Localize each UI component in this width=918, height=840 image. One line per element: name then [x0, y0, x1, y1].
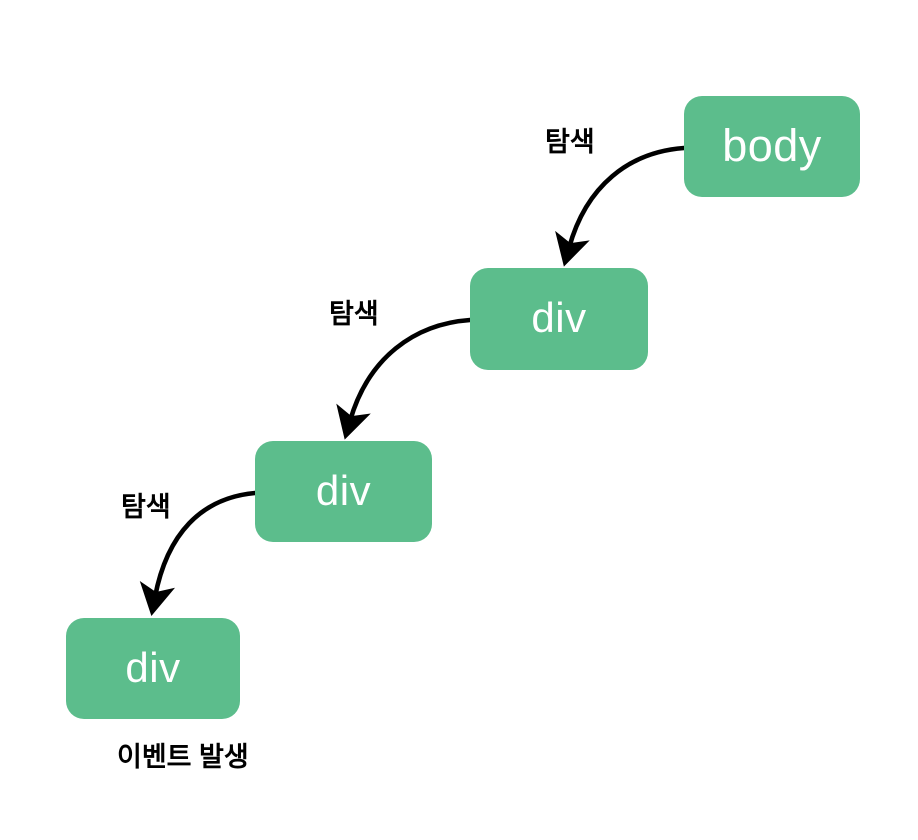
node-div-level-1-label: div — [531, 294, 587, 341]
edge-body-to-div1 — [555, 145, 687, 267]
node-div-level-2[interactable]: div — [255, 441, 432, 542]
node-div-level-3-label: div — [125, 643, 181, 691]
edge-div1-to-div2 — [336, 317, 473, 440]
edge-label-div2-to-div3: 탐색 — [121, 492, 171, 522]
node-div-level-1[interactable]: div — [470, 268, 648, 370]
node-div-level-2-label: div — [315, 466, 372, 514]
edge-label-body-to-div1: 탐색 — [545, 127, 595, 157]
node-body-label: body — [722, 120, 822, 171]
node-div-level-3[interactable]: div — [66, 618, 240, 719]
edge-label-div1-to-div2: 탐색 — [329, 299, 379, 329]
caption-event-occurred: 이벤트 발생 — [117, 742, 249, 772]
node-body[interactable]: body — [684, 96, 860, 197]
